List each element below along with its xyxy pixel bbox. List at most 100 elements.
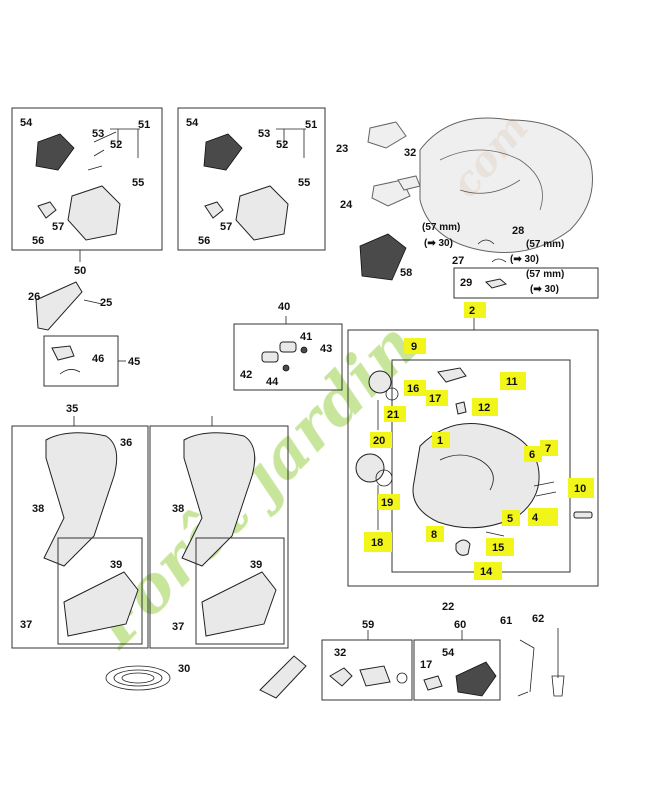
tool-61-shape xyxy=(517,639,535,697)
callout-labels: 54 53 51 52 55 56 57 50 54 53 51 52 55 5… xyxy=(20,117,564,388)
callout-labels-lower: 35 36 38 39 37 38 39 37 22 59 60 61 62 3… xyxy=(20,403,544,675)
callout-18: 18 xyxy=(371,537,383,549)
part-32-gasket-shape xyxy=(397,175,421,191)
callout-61: 61 xyxy=(500,615,512,627)
callout-57-left: 57 xyxy=(52,221,64,233)
pipe-shape xyxy=(259,655,307,699)
callout-51-left: 51 xyxy=(138,119,150,131)
callout-17: 17 xyxy=(429,393,441,405)
callout-35: 35 xyxy=(66,403,78,415)
note-30-a: (➡ 30) xyxy=(424,238,453,249)
callout-57-right: 57 xyxy=(220,221,232,233)
callout-42: 42 xyxy=(240,369,252,381)
callout-50: 50 xyxy=(74,265,86,277)
callout-28: 28 xyxy=(512,225,524,237)
callout-20: 20 xyxy=(373,435,385,447)
callout-17-bottom: 17 xyxy=(420,659,432,671)
callout-52-left: 52 xyxy=(110,139,122,151)
callout-41: 41 xyxy=(300,331,312,343)
tool-62-shape xyxy=(551,628,565,697)
callout-32-top: 32 xyxy=(404,147,416,159)
callout-16: 16 xyxy=(407,383,419,395)
callout-56-right: 56 xyxy=(198,235,210,247)
callout-15: 15 xyxy=(492,542,504,554)
cover-37-right-shape xyxy=(201,571,277,637)
callout-56-left: 56 xyxy=(32,235,44,247)
coil-30 xyxy=(105,665,171,691)
part-26-shape xyxy=(35,281,83,331)
callout-11: 11 xyxy=(506,376,518,388)
callout-19: 19 xyxy=(381,497,393,509)
box-35 xyxy=(11,425,149,649)
callout-38-right: 38 xyxy=(172,503,184,515)
callout-9: 9 xyxy=(411,341,417,353)
handle-36-right-shape xyxy=(181,432,256,567)
box-50-left xyxy=(11,107,163,251)
group-50-right xyxy=(177,107,326,251)
callout-54-bottom: 54 xyxy=(442,647,455,659)
box-35-right xyxy=(149,425,289,649)
box-40 xyxy=(233,323,343,391)
callout-21: 21 xyxy=(387,409,399,421)
box-29 xyxy=(453,267,599,299)
part-57-left-shape xyxy=(67,185,121,241)
callout-59: 59 xyxy=(362,619,374,631)
notes-area xyxy=(453,239,599,299)
part-56-left-shape xyxy=(37,201,57,219)
callout-26: 26 xyxy=(28,291,40,303)
callout-55-left: 55 xyxy=(132,177,144,189)
callout-60: 60 xyxy=(454,619,466,631)
highlighted-callouts: 2 9 16 17 11 12 21 20 1 6 7 10 19 18 5 4… xyxy=(364,302,594,580)
note-57mm-c: (57 mm) xyxy=(526,269,564,280)
part-24-shape xyxy=(371,179,411,207)
callout-10: 10 xyxy=(574,483,586,495)
engine-assembly xyxy=(367,117,593,253)
box-37-left xyxy=(57,537,143,645)
callout-40: 40 xyxy=(278,301,290,313)
callout-46: 46 xyxy=(92,353,104,365)
note-30-b: (➡ 30) xyxy=(510,254,539,265)
crankcase-shape xyxy=(412,423,540,529)
callout-12: 12 xyxy=(478,402,490,414)
callout-2: 2 xyxy=(469,305,475,317)
callout-58: 58 xyxy=(400,267,412,279)
callout-23: 23 xyxy=(336,143,348,155)
callout-22: 22 xyxy=(442,601,454,613)
part-57-right-shape xyxy=(235,185,289,241)
box-37-right xyxy=(195,537,285,645)
callout-54-right: 54 xyxy=(186,117,199,129)
part-54-left-shape xyxy=(35,133,75,171)
callout-62: 62 xyxy=(532,613,544,625)
callout-44: 44 xyxy=(266,376,279,388)
part-56-right-shape xyxy=(204,201,224,219)
part-54-right-shape xyxy=(203,133,243,171)
callout-5: 5 xyxy=(507,513,513,525)
handle-36-left-shape xyxy=(43,432,118,567)
note-30-c: (➡ 30) xyxy=(530,284,559,295)
spring-41 xyxy=(279,341,297,353)
callout-29: 29 xyxy=(460,277,472,289)
callout-37-right: 37 xyxy=(172,621,184,633)
note-57mm-b: (57 mm) xyxy=(526,239,564,250)
callout-30: 30 xyxy=(178,663,190,675)
group-50-left xyxy=(11,107,163,251)
callout-39-left: 39 xyxy=(110,559,122,571)
callout-36: 36 xyxy=(120,437,132,449)
callout-25: 25 xyxy=(100,297,112,309)
callout-24: 24 xyxy=(340,199,353,211)
bearing-18-shape xyxy=(355,453,385,483)
box-60 xyxy=(413,639,501,701)
part-58-shape xyxy=(359,233,407,281)
note-57mm-a: (57 mm) xyxy=(422,222,460,233)
callout-53-left: 53 xyxy=(92,128,104,140)
callout-37-left: 37 xyxy=(20,619,32,631)
cover-37-left-shape xyxy=(63,571,139,637)
box-59 xyxy=(321,639,413,701)
callout-55-right: 55 xyxy=(298,177,310,189)
callout-54-left: 54 xyxy=(20,117,33,129)
box-45 xyxy=(43,335,119,387)
box-50-right xyxy=(177,107,326,251)
callout-14: 14 xyxy=(480,566,493,578)
callout-39-right: 39 xyxy=(250,559,262,571)
